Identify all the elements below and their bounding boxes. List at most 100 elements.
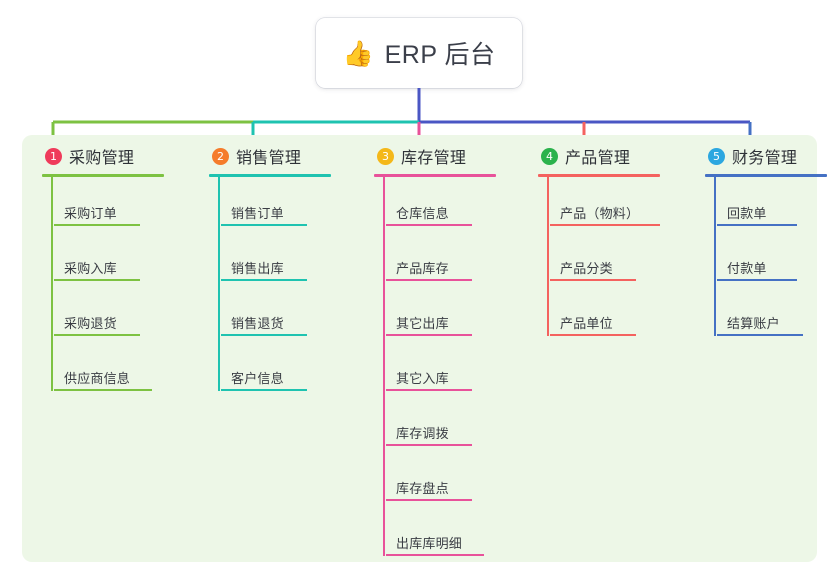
root-node-title: ERP 后台 <box>384 41 496 69</box>
module-item[interactable]: 付款单 <box>717 232 839 287</box>
module-item[interactable]: 库存调拨 <box>386 397 513 452</box>
module-item[interactable]: 产品库存 <box>386 232 513 287</box>
module-item-label: 结算账户 <box>727 316 780 331</box>
module-item-underline <box>717 279 797 281</box>
module-header-underline <box>374 174 496 177</box>
module-item-label: 出库库明细 <box>396 536 463 551</box>
modules-panel: 1 采购管理采购订单采购入库采购退货供应商信息 2 销售管理销售订单销售出库销售退货客… <box>22 135 827 562</box>
module-item-label: 销售退货 <box>231 316 284 331</box>
module-column-4: 4 产品管理产品（物料） 产品分类产品单位 <box>527 135 677 342</box>
module-item-label: 产品单位 <box>560 316 613 331</box>
module-item[interactable]: 出库库明细 <box>386 507 513 562</box>
module-item-label: 付款单 <box>727 261 767 276</box>
module-title: 财务管理 <box>732 150 798 167</box>
root-node-erp-backend[interactable]: 👍 ERP 后台 <box>316 18 522 88</box>
module-index-badge: 2 <box>212 147 229 165</box>
module-item-label: 仓库信息 <box>396 206 449 221</box>
module-item-label: 采购退货 <box>64 316 117 331</box>
module-item[interactable]: 销售出库 <box>221 232 348 287</box>
module-column-5: 5 财务管理回款单付款单结算账户 <box>694 135 839 342</box>
module-title: 产品管理 <box>565 150 631 167</box>
module-item-label: 库存盘点 <box>396 481 449 496</box>
module-item-underline <box>386 499 472 501</box>
module-index-badge: 1 <box>45 147 62 165</box>
module-item-label: 产品分类 <box>560 261 613 276</box>
module-column-3: 3 库存管理仓库信息产品库存其它出库其它入库库存调拨库存盘点出库库明细 <box>363 135 513 562</box>
module-item[interactable]: 仓库信息 <box>386 177 513 232</box>
module-item-label: 销售出库 <box>231 261 284 276</box>
module-header-underline <box>538 174 660 177</box>
module-title: 采购管理 <box>69 150 135 167</box>
module-item-list: 采购订单采购入库采购退货供应商信息 <box>31 177 181 397</box>
module-item[interactable]: 产品分类 <box>550 232 677 287</box>
module-item-label: 回款单 <box>727 206 767 221</box>
module-item-spine <box>383 177 385 556</box>
module-item-underline <box>386 334 472 336</box>
module-item-underline <box>221 389 307 391</box>
module-item-label: 其它出库 <box>396 316 449 331</box>
module-item-spine <box>714 177 716 336</box>
module-item-list: 产品（物料） 产品分类产品单位 <box>527 177 677 342</box>
module-item[interactable]: 供应商信息 <box>54 342 181 397</box>
module-index-badge: 4 <box>541 147 558 165</box>
module-item[interactable]: 采购退货 <box>54 287 181 342</box>
module-index-badge: 3 <box>377 147 394 165</box>
module-item-underline <box>54 334 140 336</box>
module-header-underline <box>209 174 331 177</box>
module-item-list: 销售订单销售出库销售退货客户信息 <box>198 177 348 397</box>
module-item-label: 库存调拨 <box>396 426 449 441</box>
module-item[interactable]: 销售退货 <box>221 287 348 342</box>
module-item-underline <box>221 279 307 281</box>
module-item[interactable]: 回款单 <box>717 177 839 232</box>
module-item[interactable]: 销售订单 <box>221 177 348 232</box>
module-item-spine <box>547 177 549 336</box>
module-item-underline <box>54 389 152 391</box>
module-title: 库存管理 <box>401 150 467 167</box>
module-item[interactable]: 库存盘点 <box>386 452 513 507</box>
module-item-label: 产品（物料） <box>560 206 640 221</box>
module-item-underline <box>221 224 307 226</box>
module-item-underline <box>550 279 636 281</box>
module-item-underline <box>386 444 472 446</box>
module-item[interactable]: 采购订单 <box>54 177 181 232</box>
module-item-label: 销售订单 <box>231 206 284 221</box>
module-item-list: 仓库信息产品库存其它出库其它入库库存调拨库存盘点出库库明细 <box>363 177 513 562</box>
module-title: 销售管理 <box>236 150 302 167</box>
module-item-underline <box>386 554 484 556</box>
module-index-badge: 5 <box>708 147 725 165</box>
module-item-underline <box>550 334 636 336</box>
module-header-5[interactable]: 5 财务管理 <box>694 135 839 177</box>
root-node-content: 👍 ERP 后台 <box>342 35 495 71</box>
module-header-4[interactable]: 4 产品管理 <box>527 135 677 177</box>
module-header-3[interactable]: 3 库存管理 <box>363 135 513 177</box>
module-item[interactable]: 客户信息 <box>221 342 348 397</box>
module-item-label: 产品库存 <box>396 261 449 276</box>
module-item[interactable]: 产品（物料） <box>550 177 677 232</box>
module-column-2: 2 销售管理销售订单销售出库销售退货客户信息 <box>198 135 348 397</box>
module-item-underline <box>386 224 472 226</box>
module-header-underline <box>705 174 827 177</box>
module-item[interactable]: 产品单位 <box>550 287 677 342</box>
module-item-label: 采购订单 <box>64 206 117 221</box>
module-item-spine <box>218 177 220 391</box>
module-item-underline <box>550 224 660 226</box>
module-column-1: 1 采购管理采购订单采购入库采购退货供应商信息 <box>31 135 181 397</box>
module-header-underline <box>42 174 164 177</box>
module-item-underline <box>717 334 803 336</box>
module-item[interactable]: 其它出库 <box>386 287 513 342</box>
module-item-label: 客户信息 <box>231 371 284 386</box>
module-item[interactable]: 采购入库 <box>54 232 181 287</box>
module-item[interactable]: 结算账户 <box>717 287 839 342</box>
module-header-1[interactable]: 1 采购管理 <box>31 135 181 177</box>
module-item-underline <box>717 224 797 226</box>
module-header-2[interactable]: 2 销售管理 <box>198 135 348 177</box>
thumbs-up-icon: 👍 <box>342 39 374 68</box>
module-item-label: 其它入库 <box>396 371 449 386</box>
module-item-underline <box>221 334 307 336</box>
module-item-list: 回款单付款单结算账户 <box>694 177 839 342</box>
module-item-spine <box>51 177 53 391</box>
module-item-label: 供应商信息 <box>64 371 131 386</box>
module-item-label: 采购入库 <box>64 261 117 276</box>
module-item[interactable]: 其它入库 <box>386 342 513 397</box>
